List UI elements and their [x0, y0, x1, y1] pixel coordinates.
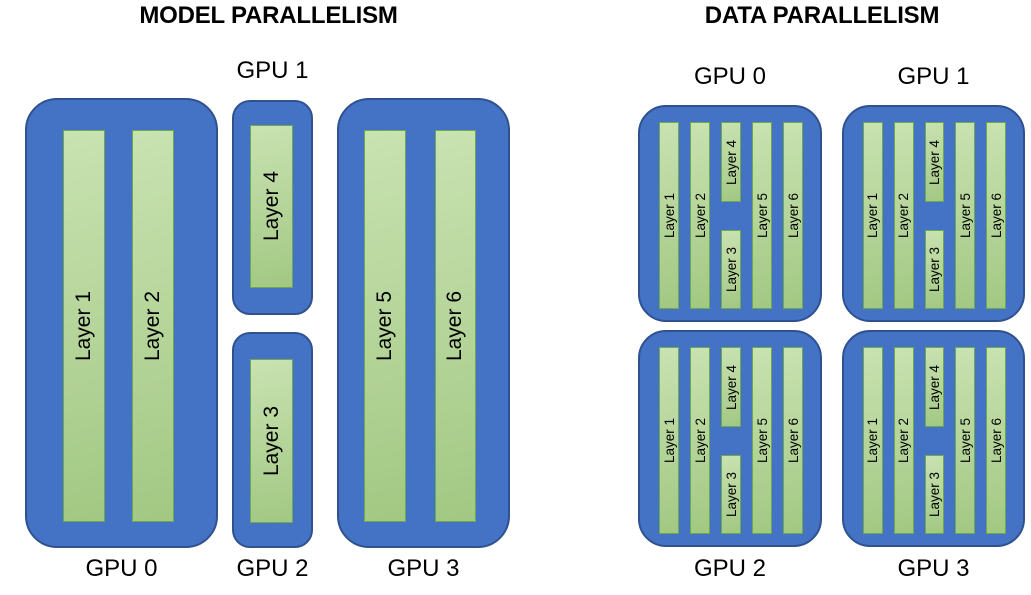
layer-label: Layer 3: [259, 405, 283, 477]
layer-label: Layer 1: [865, 192, 881, 239]
layer-label: Layer 3: [926, 246, 942, 292]
mp-gpu0-box: Layer 1 Layer 2: [25, 98, 218, 548]
layer-label: Layer 1: [661, 192, 677, 239]
layer-label: Layer 4: [723, 139, 739, 185]
dp-gpu1-split-column: Layer 4 Layer 3: [924, 122, 945, 309]
dp-gpu3-layer5-bar: Layer 5: [955, 347, 976, 534]
mp-gpu2-box: Layer 3: [232, 332, 313, 548]
dp-gpu1-box: Layer 1 Layer 2 Layer 4 Layer 3 Layer 5 …: [842, 105, 1025, 322]
layer-label: Layer 2: [896, 417, 912, 464]
dp-gpu3-box: Layer 1 Layer 2 Layer 4 Layer 3 Layer 5 …: [842, 330, 1025, 547]
dp-gpu0-layer4-bar: Layer 4: [721, 122, 741, 203]
layer-label: Layer 6: [785, 417, 801, 464]
layer-label: Layer 1: [72, 290, 95, 362]
dp-gpu1-layer6-bar: Layer 6: [986, 122, 1006, 309]
dp-gpu3-split-column: Layer 4 Layer 3: [924, 347, 945, 534]
dp-gpu2-label: GPU 2: [693, 555, 767, 582]
dp-gpu3-layer4-bar: Layer 4: [924, 347, 945, 428]
dp-gpu3-split-gap: [925, 427, 945, 454]
mp-gpu3-layer6-bar: Layer 6: [434, 130, 476, 522]
mp-gpu2-label: GPU 2: [236, 555, 309, 582]
dp-gpu2-split-column: Layer 4 Layer 3: [721, 347, 741, 534]
layer-label: Layer 1: [661, 417, 677, 464]
layer-label: Layer 4: [926, 139, 942, 185]
dp-gpu3-label: GPU 3: [897, 555, 970, 582]
dp-gpu2-layer6-bar: Layer 6: [783, 347, 803, 534]
layer-label: Layer 3: [926, 471, 942, 517]
dp-gpu1-layer5-bar: Layer 5: [955, 122, 976, 309]
layer-label: Layer 5: [372, 290, 396, 362]
layer-label: Layer 4: [259, 171, 283, 242]
dp-gpu2-layer3-bar: Layer 3: [721, 454, 741, 534]
mp-gpu0-layer1-bar: Layer 1: [63, 130, 105, 522]
dp-gpu2-layer2-bar: Layer 2: [690, 347, 710, 534]
dp-gpu0-split-gap: [721, 202, 741, 229]
mp-gpu1-box: Layer 4: [232, 100, 313, 315]
dp-gpu0-layer6-bar: Layer 6: [783, 122, 803, 309]
dp-gpu1-label: GPU 1: [897, 63, 970, 90]
layer-label: Layer 3: [723, 246, 739, 292]
mp-gpu3-label: GPU 3: [387, 555, 460, 582]
dp-gpu2-layer1-bar: Layer 1: [659, 347, 679, 534]
dp-gpu1-layer4-bar: Layer 4: [924, 122, 945, 203]
dp-gpu1-split-gap: [925, 202, 945, 229]
layer-label: Layer 2: [692, 417, 708, 464]
dp-gpu2-box: Layer 1 Layer 2 Layer 4 Layer 3 Layer 5 …: [638, 330, 822, 547]
dp-gpu1-layer1-bar: Layer 1: [863, 122, 883, 309]
layer-label: Layer 2: [692, 192, 708, 239]
layer-label: Layer 4: [926, 364, 942, 410]
dp-gpu0-layer1-bar: Layer 1: [659, 122, 679, 309]
mp-gpu1-label: GPU 1: [236, 57, 309, 84]
dp-gpu0-split-column: Layer 4 Layer 3: [721, 122, 741, 309]
dp-gpu0-layer3-bar: Layer 3: [721, 229, 741, 309]
dp-gpu2-layer5-bar: Layer 5: [752, 347, 772, 534]
dp-gpu0-box: Layer 1 Layer 2 Layer 4 Layer 3 Layer 5 …: [638, 105, 822, 322]
model-parallelism-title: MODEL PARALLELISM: [139, 2, 398, 29]
layer-label: Layer 6: [988, 192, 1004, 239]
dp-gpu3-layer2-bar: Layer 2: [893, 347, 914, 534]
layer-label: Layer 5: [754, 417, 770, 464]
layer-label: Layer 6: [785, 192, 801, 239]
layer-label: Layer 5: [957, 417, 973, 464]
dp-gpu3-layer3-bar: Layer 3: [924, 454, 945, 534]
layer-label: Layer 5: [957, 192, 973, 239]
layer-label: Layer 4: [723, 364, 739, 410]
mp-gpu1-layer4-bar: Layer 4: [250, 125, 293, 288]
dp-gpu1-layer2-bar: Layer 2: [893, 122, 914, 309]
dp-gpu2-layer4-bar: Layer 4: [721, 347, 741, 428]
dp-gpu1-layer3-bar: Layer 3: [924, 229, 945, 309]
dp-gpu0-layer5-bar: Layer 5: [752, 122, 772, 309]
dp-gpu3-layer1-bar: Layer 1: [863, 347, 883, 534]
dp-gpu2-split-gap: [721, 427, 741, 454]
mp-gpu3-layer5-bar: Layer 5: [364, 130, 406, 522]
layer-label: Layer 2: [896, 192, 912, 239]
mp-gpu2-layer3-bar: Layer 3: [250, 359, 293, 523]
dp-gpu0-layer2-bar: Layer 2: [690, 122, 710, 309]
mp-gpu3-box: Layer 5 Layer 6: [337, 98, 510, 548]
data-parallelism-title: DATA PARALLELISM: [704, 2, 940, 29]
layer-label: Layer 5: [754, 192, 770, 239]
layer-label: Layer 3: [723, 471, 739, 517]
mp-gpu0-layer2-bar: Layer 2: [132, 130, 174, 522]
layer-label: Layer 6: [443, 290, 467, 362]
layer-label: Layer 6: [988, 417, 1004, 464]
layer-label: Layer 2: [141, 290, 164, 362]
layer-label: Layer 1: [865, 417, 881, 464]
dp-gpu3-layer6-bar: Layer 6: [986, 347, 1006, 534]
mp-gpu0-label: GPU 0: [85, 555, 158, 582]
dp-gpu0-label: GPU 0: [693, 63, 767, 90]
